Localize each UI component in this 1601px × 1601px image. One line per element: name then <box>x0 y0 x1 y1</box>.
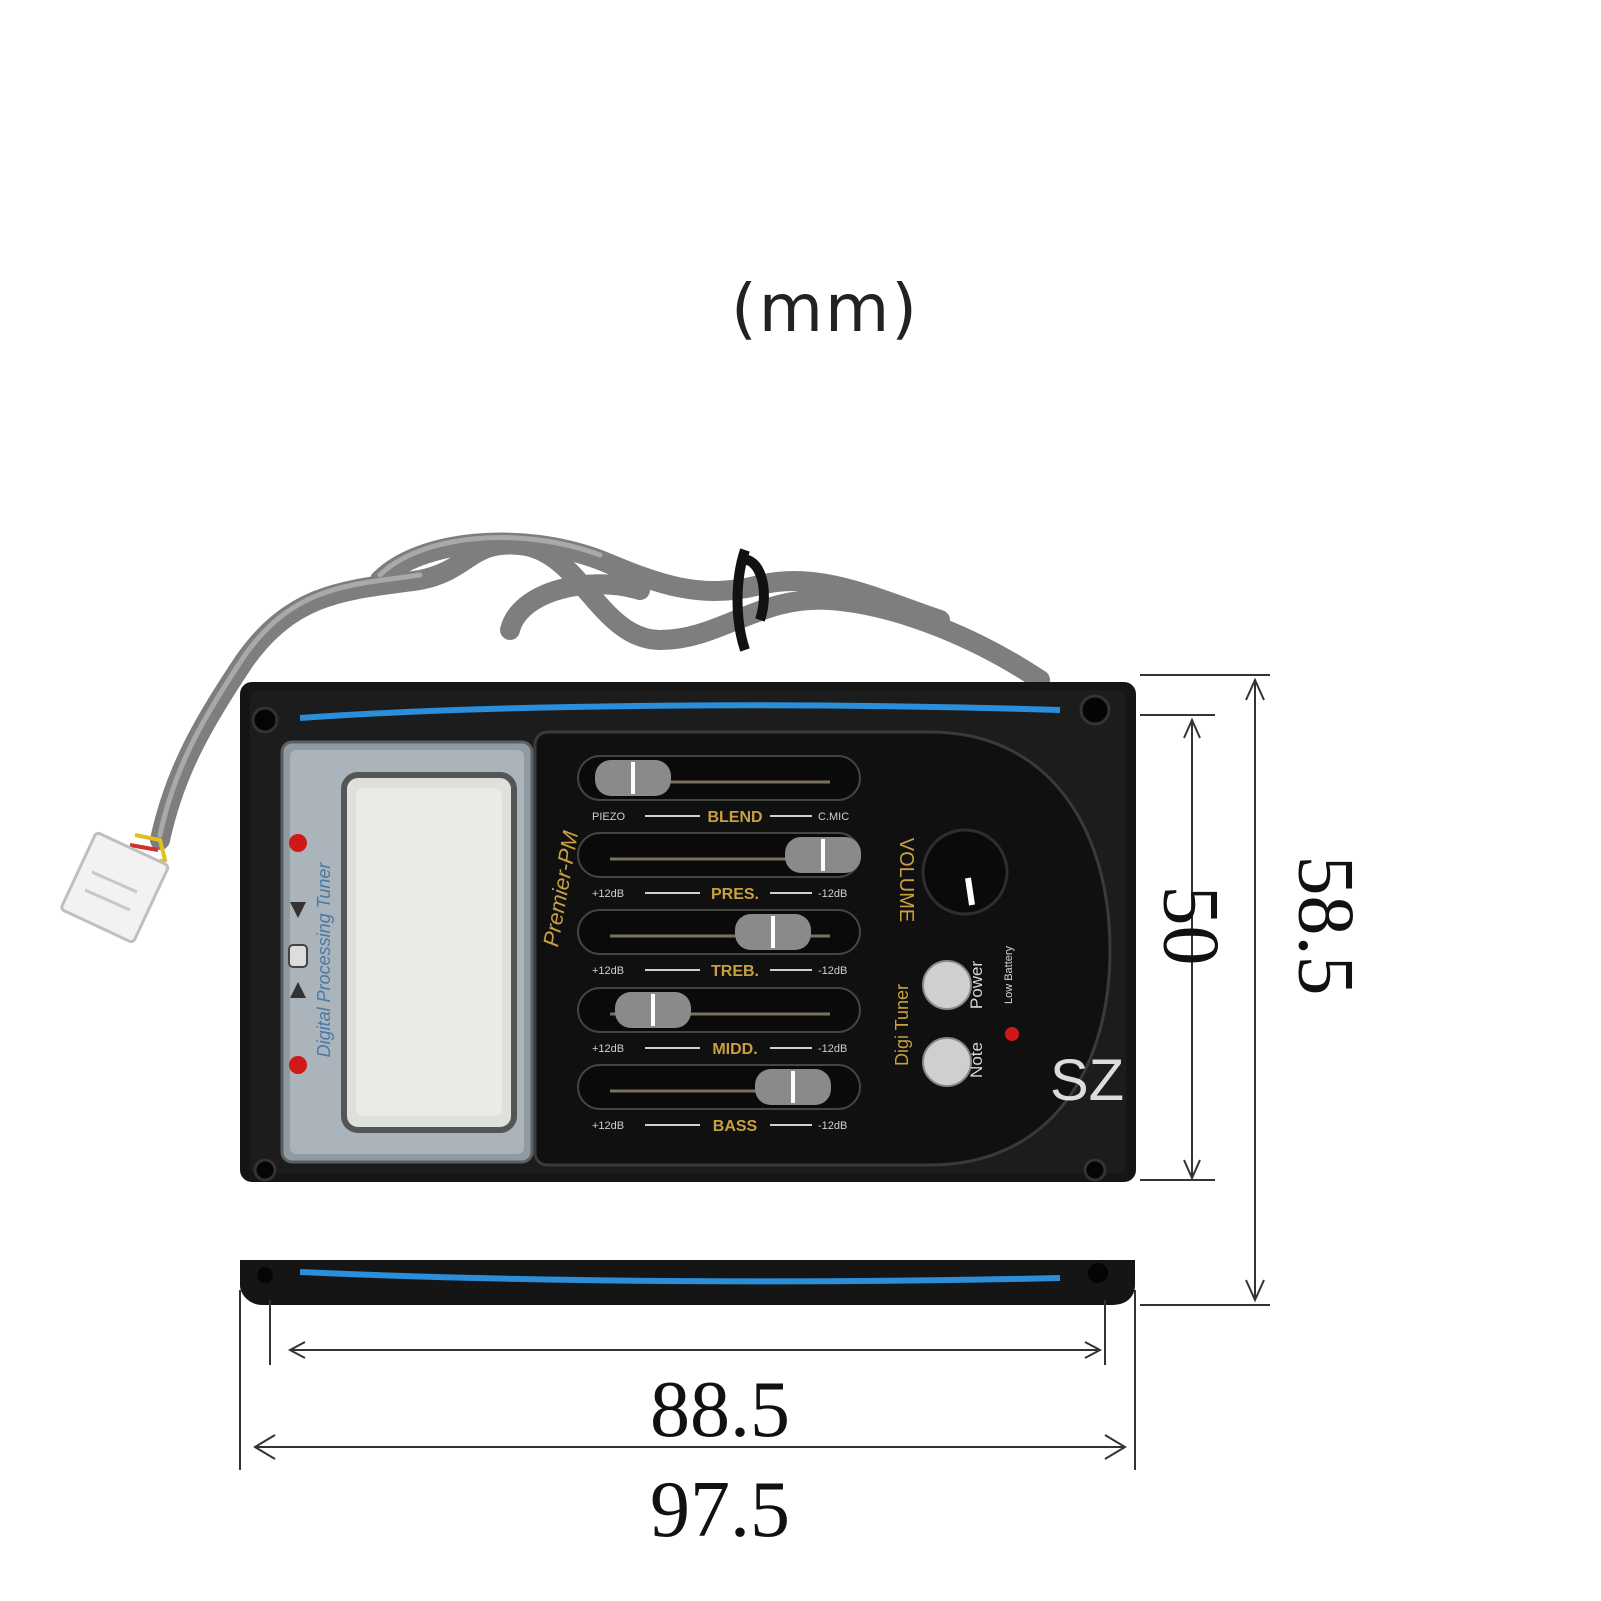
slider-range-right: -12dB <box>818 888 847 900</box>
slider-range-left: +12dB <box>592 888 624 900</box>
dimension-lines <box>239 674 1270 1470</box>
digi-tuner-label: Digi Tuner <box>892 984 912 1066</box>
cable <box>150 532 1050 850</box>
power-button <box>922 960 972 1010</box>
dimension-outer-height: 58.5 <box>1281 855 1370 996</box>
slider-range-left: +12dB <box>592 1043 624 1055</box>
slider-label: MIDD. <box>712 1041 757 1058</box>
low-battery-label: Low Battery <box>1003 945 1015 1004</box>
slider-label: BLEND <box>707 809 762 826</box>
toggle-switch <box>288 944 308 968</box>
volume-indicator <box>965 877 975 906</box>
volume-knob <box>921 828 1009 916</box>
note-button <box>922 1037 972 1087</box>
slider-range-right: -12dB <box>818 1043 847 1055</box>
slider-track[interactable] <box>577 909 861 955</box>
unit-label: (mm) <box>730 270 920 347</box>
slider-range-right: -12dB <box>818 1120 847 1132</box>
power-label: Power <box>967 961 986 1010</box>
watermark: SZ <box>1050 1048 1124 1113</box>
slider-label: TREB. <box>711 963 759 980</box>
screw-holes <box>251 694 1111 1182</box>
dimension-inner-width: 88.5 <box>650 1366 790 1454</box>
led-red-bottom <box>289 1056 307 1074</box>
slider-label: PRES. <box>711 886 759 903</box>
tuner-label: Digital Processing Tuner <box>314 862 334 1058</box>
low-battery-led <box>1005 1027 1019 1041</box>
blue-stripe-bottom <box>299 1269 1061 1285</box>
arrow-up-icon <box>290 982 306 998</box>
dimension-outer-width: 97.5 <box>650 1466 790 1554</box>
slider-range-left: +12dB <box>592 965 624 977</box>
dimension-inner-height: 50 <box>1146 885 1235 966</box>
arrow-down-icon <box>290 902 306 918</box>
volume-label: VOLUME <box>895 838 917 922</box>
slider-range-right: -12dB <box>818 965 847 977</box>
blue-stripe-top <box>299 702 1061 721</box>
slider-range-left: PIEZO <box>592 811 625 823</box>
note-label: Note <box>967 1042 986 1078</box>
sliders: PIEZO BLEND C.MIC +12dB PRES. -12dB +12dB TREB.… <box>577 755 861 1135</box>
led-red-top <box>289 834 307 852</box>
slider-range-right: C.MIC <box>818 811 849 823</box>
cable-highlight <box>157 535 603 838</box>
slider-label: BASS <box>713 1118 758 1135</box>
cable-tie <box>732 548 769 652</box>
connector <box>60 831 170 944</box>
slider-range-left: +12dB <box>592 1120 624 1132</box>
